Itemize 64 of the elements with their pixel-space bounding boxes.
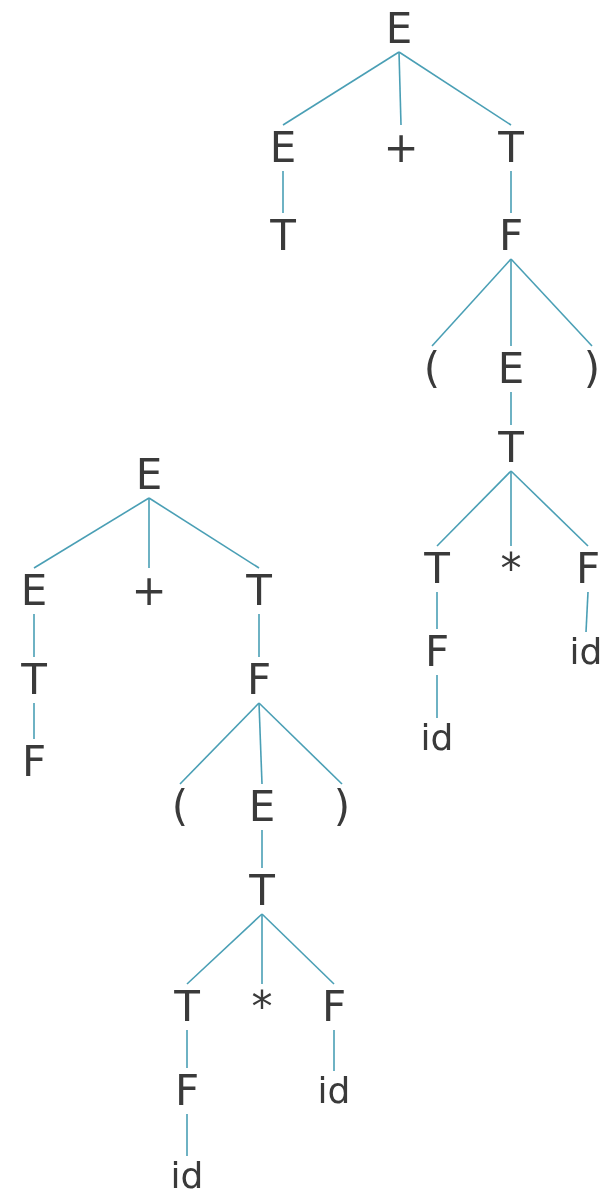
tree-branch bbox=[510, 258, 512, 347]
tree-branch bbox=[148, 497, 260, 569]
tree-branch bbox=[510, 170, 512, 214]
tree-branch bbox=[186, 1029, 188, 1069]
grammar-symbol: E bbox=[384, 6, 414, 52]
grammar-symbol: id bbox=[169, 1156, 205, 1195]
tree-branch bbox=[33, 702, 35, 740]
grammar-symbol: F bbox=[173, 1068, 201, 1114]
grammar-symbol: T bbox=[269, 213, 297, 259]
tree-branch bbox=[258, 702, 263, 785]
grammar-symbol: ( bbox=[422, 346, 442, 392]
tree-branch bbox=[510, 258, 593, 347]
tree-branch bbox=[261, 913, 335, 985]
tree-branch bbox=[258, 613, 260, 658]
grammar-symbol: F bbox=[320, 984, 348, 1030]
tree-branch bbox=[261, 913, 263, 985]
grammar-symbol: E bbox=[134, 452, 164, 498]
grammar-symbol: + bbox=[130, 568, 168, 614]
tree-branch bbox=[510, 391, 512, 426]
tree-branch bbox=[258, 702, 343, 785]
tree-branch bbox=[431, 258, 512, 347]
tree-branch bbox=[398, 51, 402, 126]
grammar-symbol: id bbox=[316, 1071, 352, 1111]
grammar-symbol: E bbox=[268, 125, 298, 171]
grammar-symbol: + bbox=[382, 125, 420, 171]
tree-branch bbox=[33, 497, 150, 569]
grammar-symbol: F bbox=[423, 629, 451, 675]
tree-branch bbox=[436, 591, 438, 630]
tree-branch bbox=[436, 470, 512, 547]
tree-branch bbox=[261, 829, 263, 869]
grammar-symbol: id bbox=[419, 718, 455, 758]
tree-branch bbox=[282, 51, 400, 126]
tree-branch bbox=[398, 51, 512, 126]
tree-branch bbox=[436, 674, 438, 719]
tree-branch bbox=[510, 470, 512, 547]
tree-branch bbox=[585, 591, 589, 633]
grammar-symbol: E bbox=[247, 784, 277, 830]
tree-branch bbox=[282, 170, 284, 214]
grammar-symbol: T bbox=[248, 868, 276, 914]
grammar-symbol: T bbox=[173, 984, 201, 1030]
grammar-symbol: F bbox=[497, 213, 525, 259]
tree-branch bbox=[179, 702, 260, 785]
grammar-symbol: T bbox=[423, 546, 451, 592]
tree-branch bbox=[33, 613, 35, 658]
grammar-symbol: T bbox=[497, 425, 525, 471]
grammar-symbol: id bbox=[568, 632, 604, 672]
tree-branch bbox=[186, 913, 263, 985]
grammar-symbol: ( bbox=[170, 784, 190, 830]
tree-branch bbox=[186, 1113, 188, 1157]
grammar-symbol: T bbox=[245, 568, 273, 614]
grammar-symbol: T bbox=[20, 657, 48, 703]
grammar-symbol: F bbox=[574, 546, 602, 592]
grammar-symbol: * bbox=[250, 984, 274, 1030]
grammar-symbol: T bbox=[497, 125, 525, 171]
grammar-symbol: F bbox=[245, 657, 273, 703]
grammar-symbol: ) bbox=[332, 784, 352, 830]
grammar-symbol: ) bbox=[582, 346, 602, 392]
grammar-symbol: F bbox=[20, 739, 48, 785]
grammar-symbol: E bbox=[19, 568, 49, 614]
tree-branch bbox=[333, 1029, 335, 1072]
grammar-symbol: E bbox=[496, 346, 526, 392]
tree-branch bbox=[510, 470, 589, 547]
tree-branch bbox=[148, 497, 150, 569]
grammar-symbol: * bbox=[499, 546, 523, 592]
